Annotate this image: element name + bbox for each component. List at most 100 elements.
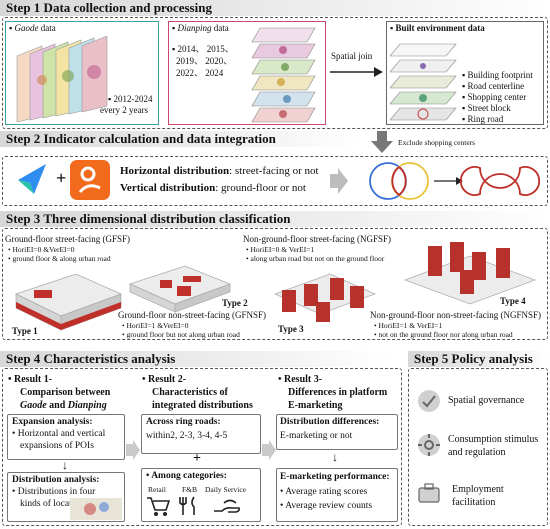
r3-box1-title: Distribution differences: [280, 417, 380, 427]
built-env-box [386, 21, 544, 125]
built-env-item-4: ▪ Street block [462, 103, 511, 113]
step5-panel [408, 368, 548, 526]
gaode-app-icon [12, 160, 52, 200]
r1-box1-l1: • Horizontal and vertical [12, 429, 106, 439]
policy-consumption-1: Consumption stimulus [448, 434, 539, 445]
dianping-title: ▪ Dianping data [172, 23, 229, 33]
built-env-layers [390, 43, 457, 121]
r1-box1 [7, 414, 125, 460]
gfsf-rule: • HoriEI=0 &VerEI=0 [8, 245, 75, 254]
r3-box1 [276, 414, 398, 450]
ngfnsf-rule: • HoriEI=1 & VerEI=1 [374, 321, 443, 330]
type2-label: Type 2 [222, 298, 248, 308]
r3-box2 [276, 468, 398, 522]
r3-sub-a: Differences in platform [288, 387, 388, 398]
built-env-item-5: ▪ Ring road [462, 114, 504, 124]
arrow-r1-r2 [126, 440, 140, 460]
gfnsf-rule: • HoriEI=1 &VerEI=0 [122, 321, 189, 330]
ngfnsf-desc: • not on the ground floor nor along urba… [374, 330, 513, 339]
gfnsf-desc: • ground floor but not along urban road [122, 330, 240, 339]
restaurant-icon [179, 496, 195, 515]
r3-box2-title: E-marketing performance: [280, 472, 390, 482]
vertical-distribution: Vertical distribution: ground-floor or n… [120, 182, 306, 194]
venn-process [330, 162, 541, 200]
r2-box1 [141, 414, 261, 454]
gaode-years: ▪ 2012-2024 [108, 94, 153, 104]
governance-icon [418, 390, 440, 412]
ngfsf-rule: • HoriEI=0 & VerEI=1 [246, 245, 315, 254]
step3-header: Step 3 Three dimensional distribution cl… [0, 211, 550, 227]
r2-sub-a: Characteristics of [152, 387, 228, 398]
r3-box2-l1: • Average rating scores [280, 487, 368, 497]
plus-icon: + [56, 168, 67, 188]
r2-title: • Result 2- [142, 374, 187, 385]
built-env-item-3: ▪ Shopping center [462, 92, 527, 102]
r2-cat-retail: Retail [148, 485, 166, 494]
step5-header: Step 5 Policy analysis [408, 351, 550, 367]
r1-box1-l2: expansions of POIs [20, 441, 94, 451]
r3-down-arrow: ↓ [332, 450, 338, 464]
exclude-label: Exclude shopping centers [398, 138, 476, 147]
policy-employment-2: facilitation [452, 497, 496, 508]
gaode-frequency: every 2 years [100, 105, 148, 115]
type4-label: Type 4 [500, 296, 526, 306]
r1-sub-a: Comparison between [20, 387, 111, 398]
r3-title: • Result 3- [278, 374, 323, 385]
dianping-map-stack [251, 27, 316, 123]
cart-icon [147, 497, 170, 516]
type1-label: Type 1 [12, 326, 38, 336]
spatial-join-label: Spatial join [331, 51, 373, 61]
ngfsf-desc: • along urban road but not on the ground… [246, 254, 385, 263]
step2-panel [2, 156, 548, 206]
r3-box1-l1: E-marketing or not [280, 431, 353, 441]
r1-box2-l2: kinds of locations [20, 499, 88, 509]
employment-icon [418, 483, 440, 503]
type3-label: Type 3 [278, 324, 304, 334]
r2-box2 [141, 468, 261, 522]
built-env-title: ▪ Built environment data [390, 23, 485, 33]
step4-panel [2, 368, 402, 526]
r1-box2-l1: • Distributions in four [12, 487, 96, 497]
r2-box2-title: • Among categories: [146, 471, 227, 481]
policy-consumption-2: and regulation [448, 447, 506, 458]
type1-illustration [15, 273, 122, 331]
ngfsf-title: Non-ground-floor street-facing (NGFSF) [243, 234, 391, 244]
step1-panel [2, 17, 548, 129]
gfsf-title: Ground-floor street-facing (GFSF) [5, 234, 130, 244]
policy-employment-1: Employment [452, 484, 504, 495]
arrow-r2-r3 [262, 440, 276, 460]
dianping-years-2: 2019、 2020、 [176, 56, 233, 66]
dianping-years-1: ▪ 2014、 2015、 [172, 44, 234, 54]
r1-down-arrow: ↓ [62, 458, 68, 472]
policy-spatial-governance: Spatial governance [448, 395, 525, 406]
r2-box1-title: Across ring roads: [146, 417, 221, 427]
spatial-join-arrow [330, 67, 383, 77]
r1-title: • Result 1- [8, 374, 53, 385]
service-hand-icon [214, 499, 240, 513]
gaode-map-stack [16, 36, 108, 122]
r2-box1-l1: within2, 2-3, 3-4, 4-5 [146, 431, 228, 441]
r1-box1-title: Expansion analysis: [12, 417, 93, 427]
r1-sub-b: Gaode and Dianping [20, 400, 107, 411]
step1-header: Step 1 Data collection and processing [0, 0, 550, 16]
r2-plus-icon: + [193, 451, 201, 466]
r3-box2-l2: • Average review counts [280, 501, 373, 511]
gaode-title: ▪ Gaode data [9, 23, 56, 33]
step3-panel [2, 228, 548, 340]
step4-header: Step 4 Characteristics analysis [0, 351, 390, 367]
r1-map-thumbnail [70, 498, 122, 520]
gfnsf-title: Ground-floor non-street-facing (GFNSF) [118, 310, 266, 320]
gfsf-desc: • ground floor & along urban road [8, 254, 111, 263]
down-arrow-icon [371, 131, 393, 153]
consumption-icon [418, 434, 440, 456]
dianping-years-3: 2022、 2024 [176, 68, 224, 78]
built-env-item-2: ▪ Road centerline [462, 81, 525, 91]
r2-cat-fb: F&B [182, 485, 198, 494]
dianping-app-icon [70, 160, 110, 200]
horizontal-distribution: Horizontal distribution: street-facing o… [120, 165, 319, 177]
step2-header: Step 2 Indicator calculation and data in… [0, 131, 360, 147]
r1-box2-title: Distribution analysis: [12, 475, 100, 485]
type4-illustration [403, 242, 537, 305]
type3-illustration [274, 273, 376, 322]
r2-sub-b: integrated distributions [152, 400, 253, 411]
